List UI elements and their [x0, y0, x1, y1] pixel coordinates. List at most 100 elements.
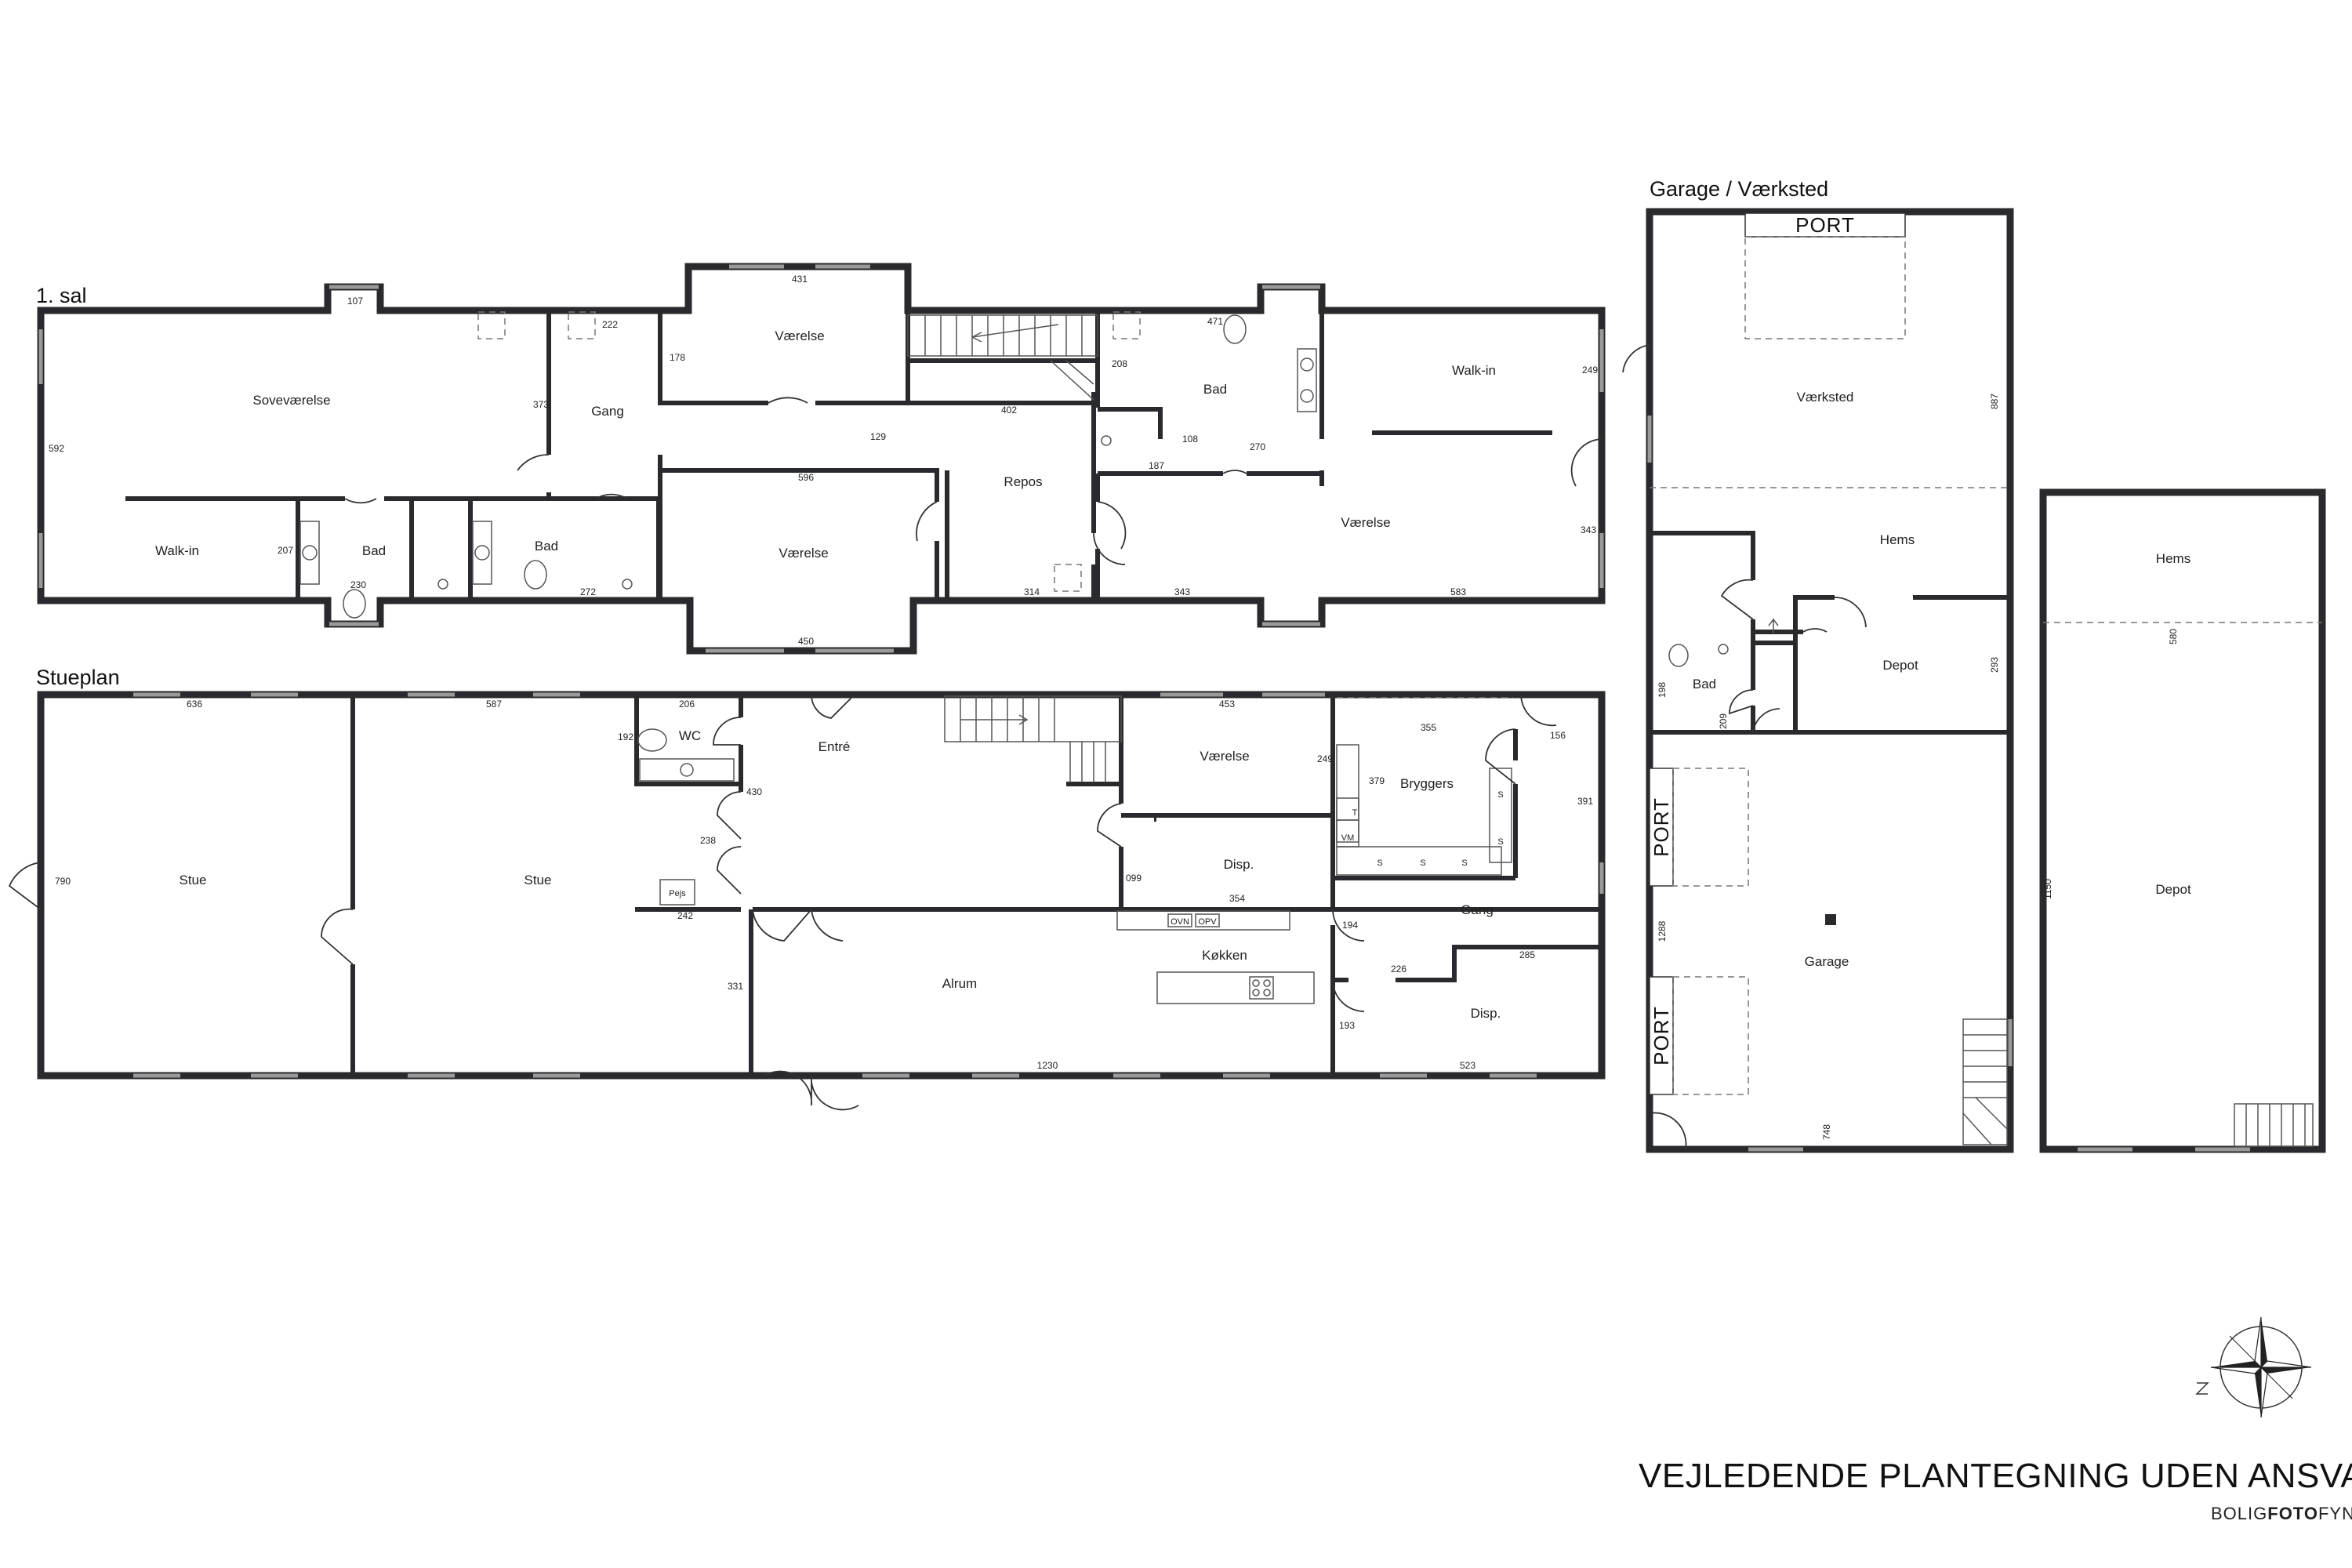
first-floor-interior-walls: [125, 310, 1552, 601]
ground-floor-plan: Stueplan: [8, 666, 1606, 1111]
pejs-label: Pejs: [669, 889, 686, 898]
garage-floor-label: Garage / Værksted: [1650, 177, 1828, 201]
dim-272: 272: [580, 586, 596, 597]
first-floor-doors: [344, 397, 1602, 565]
garage-windows: [1647, 416, 2013, 1152]
dim-373: 373: [533, 399, 549, 410]
dim-207: 207: [278, 545, 293, 556]
ground-floor-outer-wall: [37, 691, 1606, 1080]
dim-523: 523: [1460, 1060, 1475, 1071]
dim-222: 222: [602, 319, 618, 330]
s1-label: S: [1377, 858, 1382, 868]
room-sovevaerelse: Soveværelse: [252, 393, 330, 408]
dim-226: 226: [1391, 964, 1406, 975]
brand-part-foto: FOTO: [2267, 1504, 2318, 1523]
ground-floor-stairs: [944, 695, 1122, 782]
room-vaerksted: Værksted: [1797, 390, 1854, 405]
first-floor-dimensions: 107 222 431 178 373 592 207 230 272 129 …: [49, 274, 1598, 647]
dim-580: 580: [2168, 629, 2179, 644]
room-bad-left: Bad: [362, 543, 386, 558]
dim-194: 194: [1342, 920, 1358, 931]
ground-floor-dimensions: 636 587 206 453 355 156 192 430 238 249 …: [55, 699, 1593, 1071]
first-floor-stairs: [907, 314, 1098, 401]
dim-108: 108: [1182, 434, 1198, 445]
garage-bath-fixtures: [1668, 618, 1836, 925]
dim-887: 887: [1989, 394, 2000, 409]
room-entre: Entré: [818, 739, 851, 754]
first-floor-bath-fixtures: [299, 314, 1317, 619]
wc-fixtures: Pejs: [637, 728, 735, 906]
dim-790: 790: [55, 876, 71, 887]
room-repos: Repos: [1004, 474, 1042, 489]
dim-450: 450: [798, 636, 814, 647]
dim-587: 587: [486, 699, 502, 710]
port-left-upper-label: PORT: [1650, 797, 1673, 857]
port-top: PORT: [1744, 212, 1906, 339]
t-label: T: [1352, 808, 1358, 818]
dim-431: 431: [792, 274, 808, 285]
dim-249: 249: [1582, 365, 1598, 376]
room-stue-left: Stue: [180, 873, 207, 887]
room-alrum: Alrum: [942, 976, 977, 991]
dim-471: 471: [1207, 316, 1223, 327]
brand-logo: BOLIGFOTOFYN: [2211, 1504, 2352, 1524]
room-walkin-left: Walk-in: [155, 543, 199, 558]
outbuilding-plan: Hems Depot 580 1150: [2039, 488, 2326, 1153]
port-left-lower-label: PORT: [1650, 1006, 1673, 1065]
room-vaerelse-bottom: Værelse: [779, 546, 828, 561]
dim-343-right: 343: [1581, 524, 1596, 535]
dim-430: 430: [746, 786, 762, 797]
outbuilding-outer-wall: [2039, 488, 2326, 1153]
dim-596: 596: [798, 472, 814, 483]
port-left-upper: PORT: [1649, 768, 1749, 887]
garage-interior-walls: [1650, 531, 2010, 735]
garage-plan: Garage / Værksted PORT PORT POR: [1622, 177, 2014, 1153]
dim-592: 592: [49, 443, 64, 454]
dim-636: 636: [187, 699, 202, 710]
dim-748: 748: [1821, 1124, 1832, 1140]
dim-270: 270: [1250, 441, 1265, 452]
room-garage: Garage: [1805, 954, 1849, 969]
ground-floor-interior-walls: [350, 695, 1602, 1076]
s3-label: S: [1461, 858, 1467, 868]
dim-198: 198: [1657, 682, 1668, 698]
dim-331: 331: [728, 981, 743, 992]
dim-230: 230: [350, 579, 366, 590]
compass-icon: [2195, 1316, 2312, 1418]
dim-238: 238: [700, 835, 716, 846]
ovn-label: OVN: [1171, 917, 1189, 927]
room-depot: Depot: [1882, 658, 1918, 673]
room-kokken: Køkken: [1202, 948, 1247, 963]
room-wc: WC: [679, 728, 701, 743]
first-floor-outer-wall: [37, 263, 1606, 655]
dim-343-bottom: 343: [1174, 586, 1190, 597]
dim-099: 099: [1126, 873, 1142, 884]
dim-192: 192: [618, 731, 633, 742]
dim-355: 355: [1421, 722, 1436, 733]
dim-391: 391: [1577, 796, 1593, 807]
room-hems: Hems: [1880, 532, 1915, 547]
dim-402: 402: [1001, 405, 1017, 416]
room-vaerelse-right: Værelse: [1341, 515, 1390, 530]
first-floor-label: 1. sal: [36, 284, 87, 307]
dim-206: 206: [679, 699, 695, 710]
dim-208: 208: [1112, 358, 1127, 369]
kitchen-fixtures: OVN OPV: [1116, 910, 1315, 1004]
brand-part-bolig: BOLIG: [2211, 1504, 2268, 1523]
dim-187: 187: [1149, 460, 1164, 471]
first-floor-windows: [38, 264, 1604, 653]
dim-1230: 1230: [1037, 1060, 1058, 1071]
dim-453: 453: [1219, 699, 1235, 710]
port-top-label: PORT: [1795, 213, 1855, 237]
dim-1288: 1288: [1657, 920, 1668, 942]
opv-label: OPV: [1198, 917, 1217, 927]
dim-193: 193: [1339, 1020, 1355, 1031]
room-depot-outbuilding: Depot: [2155, 882, 2191, 897]
s5-label: S: [1497, 837, 1503, 847]
room-walkin-right: Walk-in: [1452, 363, 1496, 378]
dim-209: 209: [1718, 713, 1729, 729]
garage-stairs: [1962, 1018, 2008, 1145]
dim-379: 379: [1369, 775, 1385, 786]
room-hems-outbuilding: Hems: [2156, 551, 2190, 566]
